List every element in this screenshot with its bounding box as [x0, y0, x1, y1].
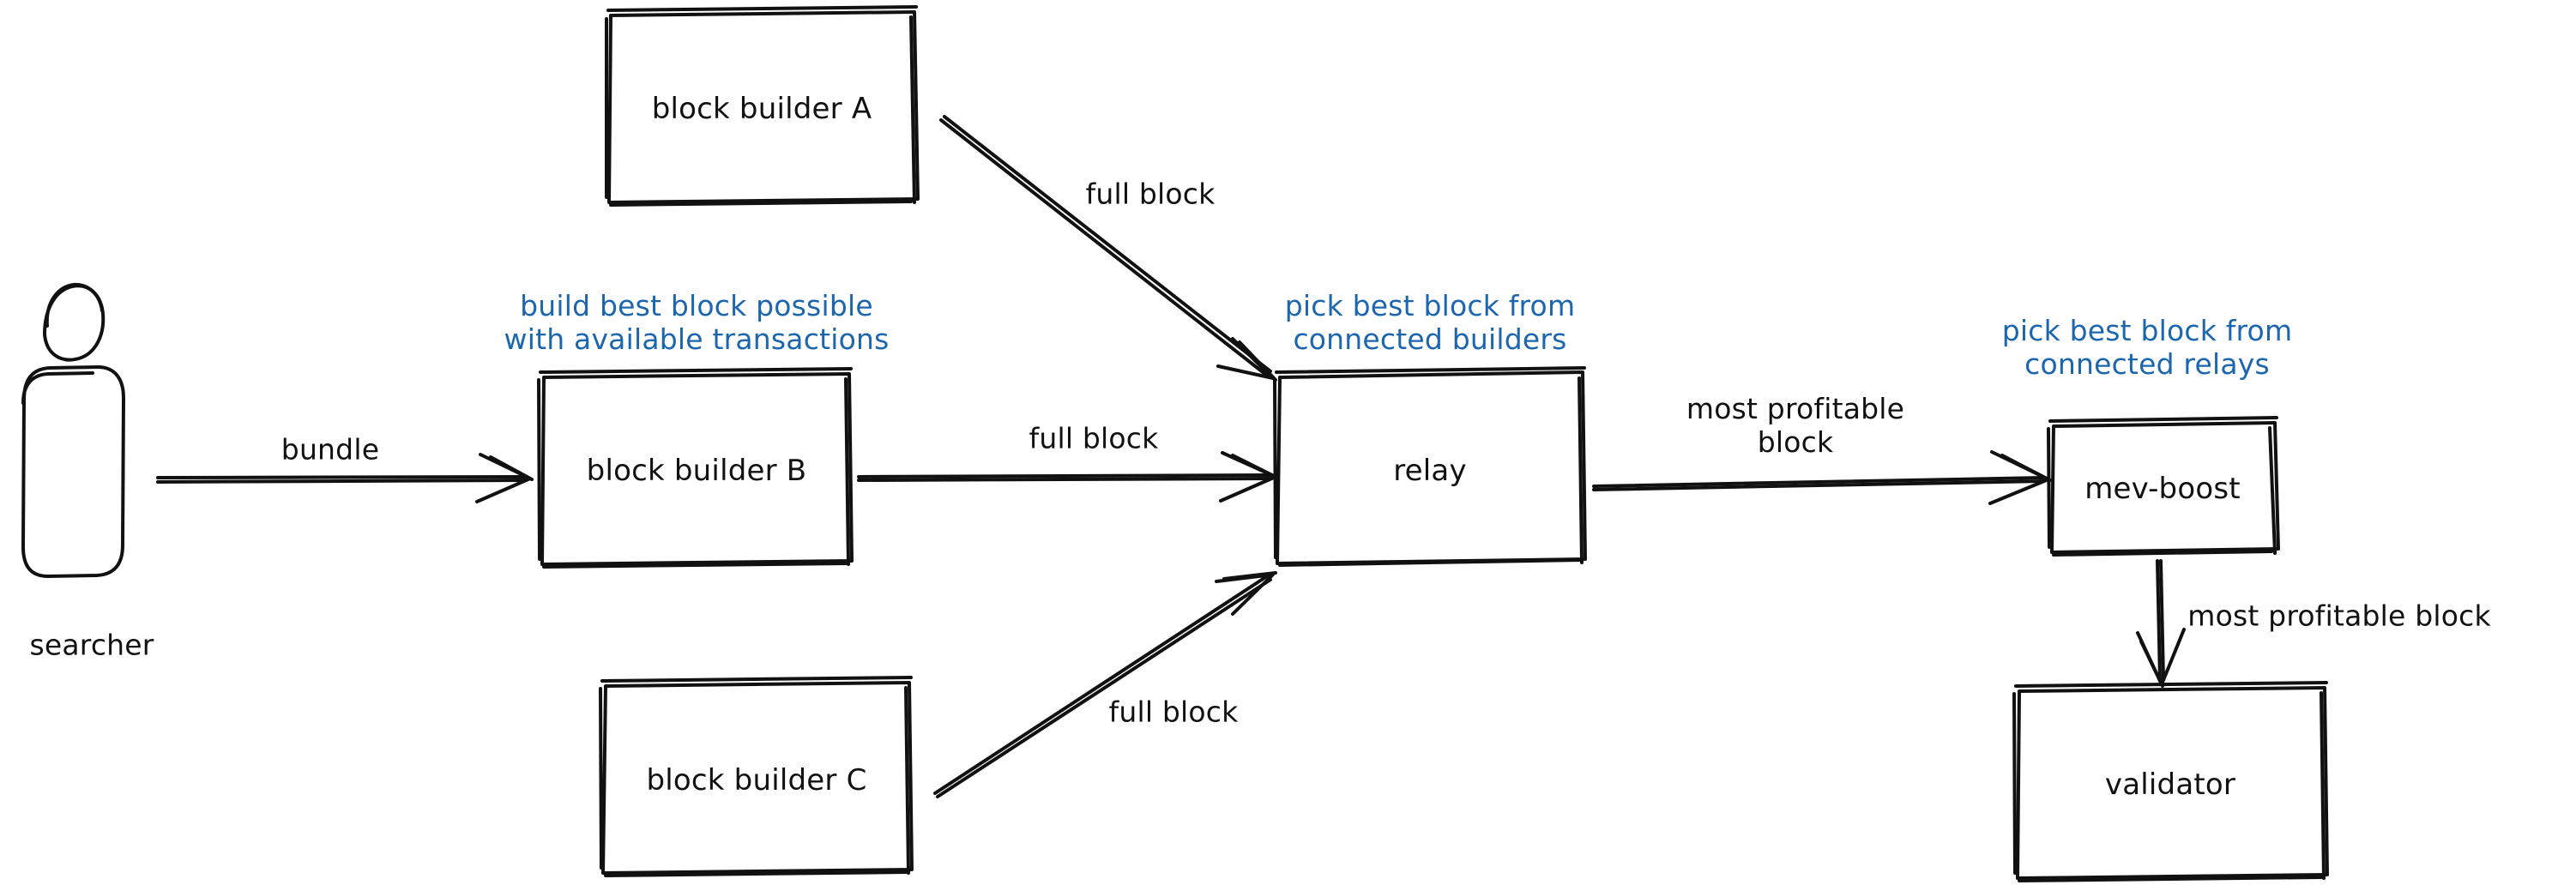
edge-label-relay-mevboost: most profitable block — [1686, 392, 1905, 459]
node-builder-a-box — [605, 5, 920, 207]
node-label-builder-c: block builder C — [646, 762, 867, 798]
node-label-builder-b: block builder B — [586, 453, 807, 488]
edge-label-builder-c-full-block: full block — [1108, 695, 1239, 729]
node-validator-box — [2012, 681, 2329, 882]
node-relay-box — [1273, 366, 1587, 567]
edge-bundle-arrow — [156, 453, 534, 503]
node-label-mevboost: mev-boost — [2084, 471, 2241, 506]
searcher-head-icon — [43, 282, 106, 362]
node-builder-b-box — [537, 367, 854, 569]
annotation-mevboost: pick best block from connected relays — [2001, 314, 2293, 381]
edge-builder-b-relay-arrow — [857, 451, 1279, 503]
node-label-relay: relay — [1393, 453, 1467, 488]
edge-label-builder-a-full-block: full block — [1085, 177, 1216, 211]
node-mevboost-box — [2047, 416, 2280, 557]
annotation-builder-b: build best block possible with available… — [504, 289, 890, 356]
annotation-relay: pick best block from connected builders — [1284, 289, 1576, 356]
node-label-builder-a: block builder A — [651, 91, 872, 126]
edge-label-mevboost-validator: most profitable block — [2187, 599, 2491, 633]
edge-relay-mevboost-arrow — [1592, 450, 2052, 505]
edge-builder-c-relay-arrow — [933, 571, 1277, 798]
edge-mevboost-validator-arrow — [2136, 559, 2186, 688]
node-builder-c-box — [599, 676, 914, 877]
edge-label-bundle: bundle — [281, 432, 380, 467]
edge-label-builder-b-full-block: full block — [1029, 421, 1159, 455]
edge-builder-a-relay-arrow — [939, 115, 1277, 382]
actor-label-searcher: searcher — [29, 628, 154, 662]
searcher-body-icon — [21, 365, 125, 578]
node-label-validator: validator — [2104, 767, 2236, 802]
